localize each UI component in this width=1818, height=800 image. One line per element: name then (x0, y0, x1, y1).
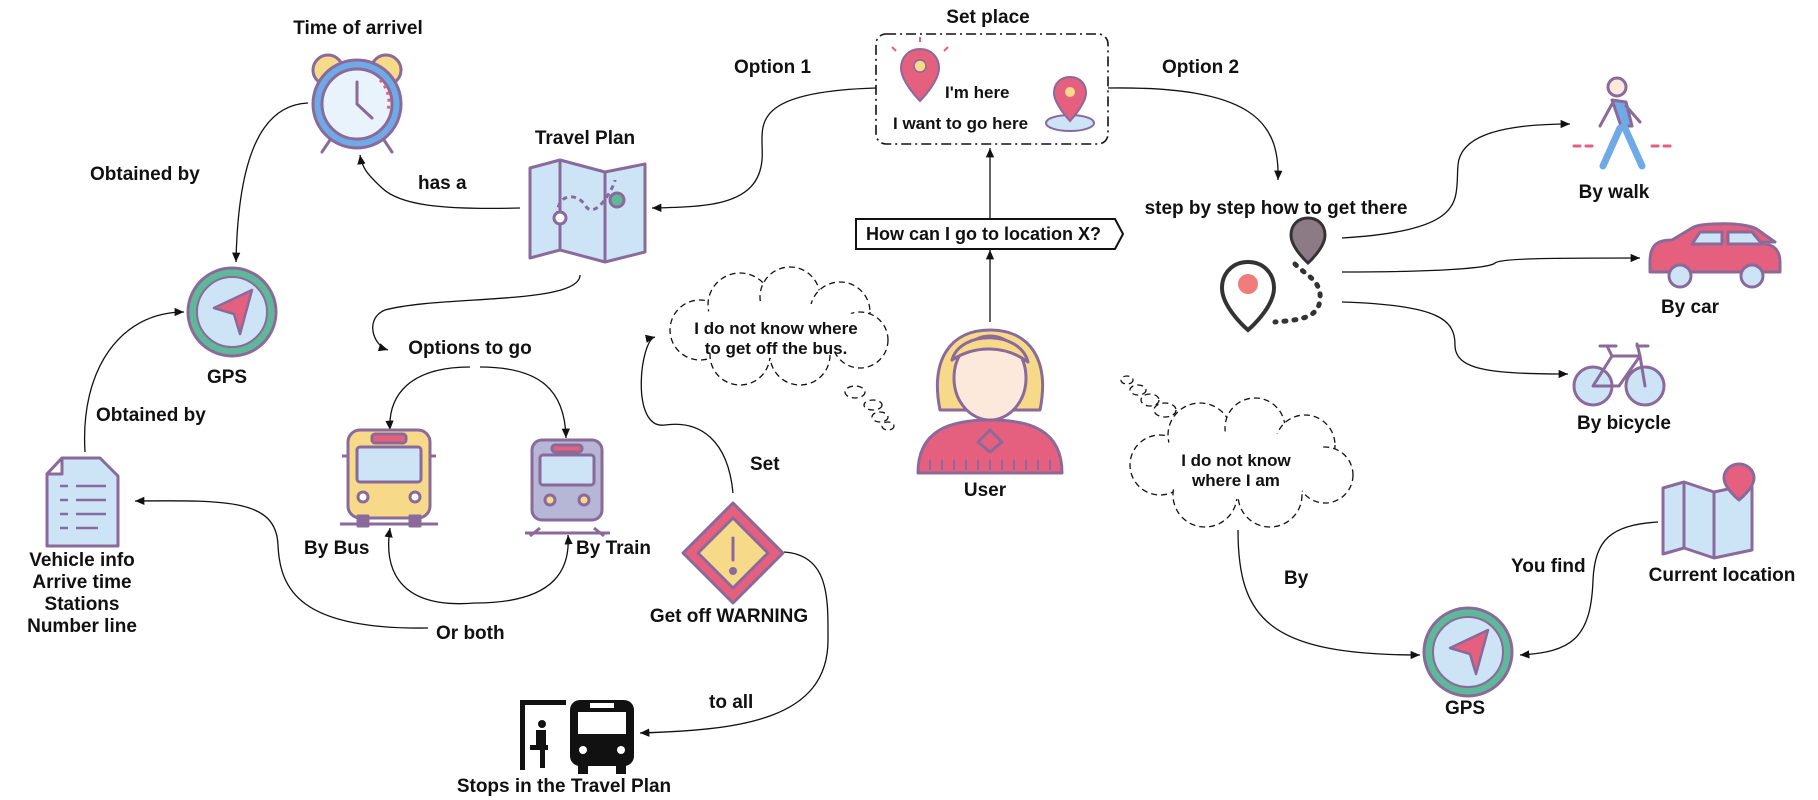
by-bus-label: By Bus (304, 538, 370, 559)
gps-compass-icon-right (1422, 606, 1514, 698)
edge-route-car (1341, 253, 1641, 273)
edge-label-obtained-by-2: Obtained by (96, 405, 206, 426)
user-label: User (963, 480, 1007, 501)
options-to-go-label: Options to go (408, 338, 532, 359)
im-here-label: I'm here (945, 83, 1010, 102)
want-go-label: I want to go here (893, 114, 1029, 133)
vehicle-info-label: Vehicle info Arrive time Stations Number… (27, 550, 137, 637)
train-icon (525, 438, 610, 538)
edge-warning-stops (639, 551, 829, 737)
edge-label-or-both: Or both (436, 623, 505, 644)
edge-orboth-bus (384, 527, 476, 605)
edge-option2 (1107, 87, 1283, 181)
map-icon (528, 158, 647, 264)
edge-set-thought (640, 334, 734, 494)
destination-pin-icon (1045, 75, 1095, 132)
edge-label-by: By (1284, 568, 1309, 589)
by-car-label: By car (1660, 297, 1720, 318)
step-by-step-label: step by step how to get there (1144, 198, 1408, 219)
by-bicycle-label: By bicycle (1577, 413, 1671, 434)
by-walk-label: By walk (1578, 182, 1650, 203)
time-of-arrival-label: Time of arrivel (293, 18, 423, 39)
edge-clock-gps (232, 102, 309, 263)
set-place-box (875, 33, 1109, 145)
gps-left-label: GPS (206, 367, 248, 388)
edge-option1 (651, 87, 877, 212)
edge-orboth-doc (134, 496, 429, 629)
walking-person-icon (1572, 76, 1672, 170)
edge-route-bicycle (1341, 301, 1569, 379)
thought-cloud-where (1120, 375, 1354, 528)
question-callout: How can I go to location X? (866, 223, 1102, 244)
bicycle-icon (1572, 342, 1666, 407)
user-avatar-icon (916, 328, 1064, 475)
car-icon (1648, 222, 1782, 289)
thought-where-text: I do not know where I am (1181, 451, 1291, 490)
current-location-map-icon (1661, 462, 1756, 560)
gps-right-label: GPS (1444, 698, 1486, 719)
edge-location-gps (1519, 521, 1659, 659)
edge-label-to-all: to all (709, 692, 754, 713)
set-place-title: Set place (946, 7, 1030, 28)
edge-label-option1: Option 1 (734, 57, 812, 78)
edge-thought-gps (1237, 529, 1421, 660)
thought-bus-text: I do not know where to get off the bus. (694, 319, 858, 358)
edge-label-set: Set (750, 454, 780, 475)
location-pin-icon (891, 37, 949, 103)
edge-has-a (357, 154, 521, 210)
edge-route-walk (1341, 119, 1571, 239)
get-off-warning-label: Get off WARNING (649, 606, 809, 627)
thought-cloud-bus (669, 266, 895, 431)
edge-options-train (479, 366, 570, 439)
edge-label-has-a: has a (418, 173, 467, 194)
edge-orboth-train (474, 534, 573, 604)
stops-label: Stops in the Travel Plan (456, 776, 672, 797)
warning-sign-icon (681, 501, 785, 605)
document-icon (45, 456, 120, 548)
route-icon (1219, 216, 1327, 333)
bus-stop-icon (520, 700, 634, 774)
gps-compass-icon (186, 266, 278, 358)
edge-label-you-find: You find (1511, 556, 1586, 577)
question-callout-shape (855, 218, 1125, 250)
bus-icon (340, 428, 438, 528)
travel-plan-label: Travel Plan (534, 128, 636, 149)
alarm-clock-icon (311, 53, 403, 154)
current-location-label: Current location (1648, 565, 1796, 586)
edge-options-bus (385, 366, 471, 431)
edge-label-option2: Option 2 (1162, 57, 1240, 78)
edge-doc-gps (83, 307, 185, 453)
by-train-label: By Train (576, 538, 651, 559)
edge-plan-options (372, 274, 581, 352)
edge-label-obtained-by-1: Obtained by (90, 164, 200, 185)
